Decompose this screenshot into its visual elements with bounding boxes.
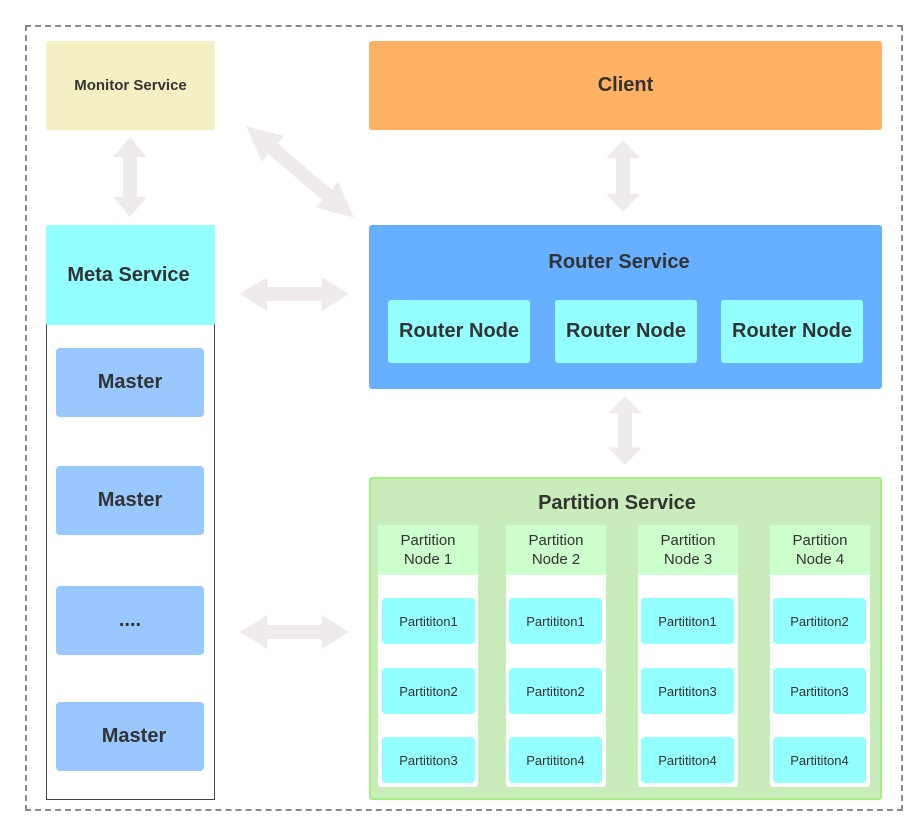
router-node-2: Router Node <box>555 300 697 363</box>
partition-node-4-label: Partition Node 4 <box>770 525 870 575</box>
meta-service-title: Meta Service <box>46 225 215 325</box>
partition-cell: Partititon3 <box>641 668 734 714</box>
client-router-arrow <box>606 140 640 212</box>
partition-service-title: Partition Service <box>538 491 696 514</box>
partition-cell: Partititon2 <box>773 598 866 644</box>
partition-cell: Partititon3 <box>382 737 475 783</box>
partition-cell: Partititon4 <box>641 737 734 783</box>
system-boundary <box>25 25 903 811</box>
master-3: Master <box>56 702 204 771</box>
partition-cell: Partititon3 <box>773 668 866 714</box>
meta-partition-arrow <box>240 615 349 649</box>
master-2: Master <box>56 466 204 535</box>
partition-cell: Partititon1 <box>382 598 475 644</box>
router-service-title: Router Service <box>548 250 690 273</box>
monitor-service: Monitor Service <box>46 41 215 130</box>
master-1: Master <box>56 348 204 417</box>
router-node-1: Router Node <box>388 300 530 363</box>
partition-cell: Partititon4 <box>509 737 602 783</box>
client: Client <box>369 41 882 130</box>
router-partition-arrow <box>608 396 642 465</box>
meta-router-arrow <box>240 277 349 311</box>
partition-cell: Partititon1 <box>509 598 602 644</box>
partition-cell: Partititon2 <box>382 668 475 714</box>
partition-node-1-label: Partition Node 1 <box>378 525 478 575</box>
partition-cell: Partititon2 <box>509 668 602 714</box>
partition-node-3-label: Partition Node 3 <box>638 525 738 575</box>
partition-cell: Partititon4 <box>773 737 866 783</box>
partition-cell: Partititon1 <box>641 598 734 644</box>
router-node-3: Router Node <box>721 300 863 363</box>
monitor-router-arrow <box>235 113 365 231</box>
master-ellipsis: .... <box>56 586 204 655</box>
partition-node-2-label: Partition Node 2 <box>506 525 606 575</box>
monitor-meta-arrow <box>113 137 147 217</box>
